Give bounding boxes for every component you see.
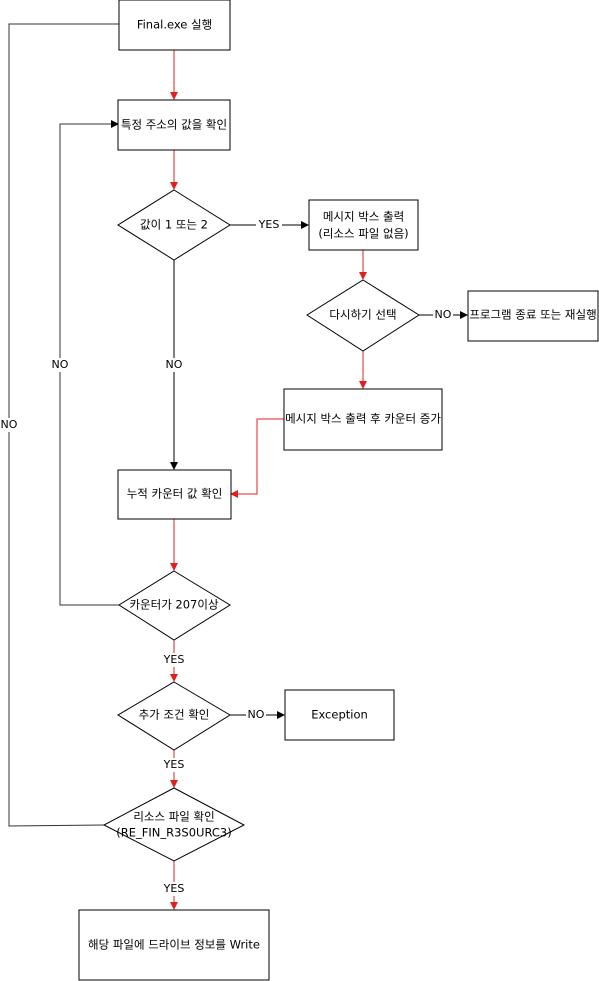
edge-resource-no-loop bbox=[8, 23, 119, 827]
decision-value-label: 값이 1 또는 2 bbox=[140, 218, 208, 232]
msgbox-counter-box[interactable] bbox=[283, 388, 443, 451]
msgbox-nofile-label-line2: (리소스 파일 없음) bbox=[318, 227, 408, 241]
check-value-box[interactable] bbox=[117, 99, 231, 151]
edge-label-no-retry: NO bbox=[435, 308, 452, 321]
edge-label-yes-value: YES bbox=[258, 218, 280, 231]
edge-msgbox-counter-to-check-counter bbox=[230, 418, 284, 498]
write-label: 해당 파일에 드라이브 정보를 Write bbox=[88, 938, 260, 952]
msgbox-counter-label: 메시지 박스 출력 후 카운터 증가 bbox=[285, 412, 441, 426]
edge-label-no-resource-loop: NO bbox=[1, 418, 18, 431]
edge-label-yes-extra: YES bbox=[163, 758, 185, 771]
exception-box[interactable] bbox=[284, 689, 395, 741]
decision-counter-diamond[interactable] bbox=[118, 570, 231, 641]
node-labels: Final.exe 실행 특정 주소의 값을 확인 값이 1 또는 2 메시지 … bbox=[88, 18, 597, 952]
msgbox-nofile-label-line1: 메시지 박스 출력 bbox=[323, 210, 404, 224]
edge-label-no-extra: NO bbox=[248, 708, 265, 721]
decision-extra-label: 추가 조건 확인 bbox=[139, 708, 210, 722]
msgbox-nofile-box[interactable] bbox=[308, 199, 419, 251]
edge-labels: YES NO NO NO NO YES NO YES YES bbox=[0, 218, 453, 896]
decision-value-diamond[interactable] bbox=[117, 189, 231, 261]
decision-extra-diamond[interactable] bbox=[117, 681, 231, 751]
write-box[interactable] bbox=[78, 909, 270, 981]
decision-resource-diamond[interactable] bbox=[102, 787, 246, 862]
start-box[interactable] bbox=[118, 0, 231, 51]
decision-retry-diamond[interactable] bbox=[306, 279, 420, 352]
exception-label: Exception bbox=[311, 708, 368, 722]
start-label: Final.exe 실행 bbox=[137, 18, 212, 32]
exit-or-rerun-box[interactable] bbox=[467, 290, 599, 342]
decision-resource-label-line2: (RE_FIN_R3S0URC3) bbox=[116, 826, 231, 840]
check-counter-label: 누적 카운터 값 확인 bbox=[127, 487, 223, 501]
edge-label-yes-counter: YES bbox=[163, 653, 185, 666]
check-value-label: 특정 주소의 값을 확인 bbox=[121, 118, 227, 132]
nodes bbox=[78, 0, 599, 981]
decision-resource-label-line1: 리소스 파일 확인 bbox=[133, 810, 214, 824]
edges bbox=[8, 23, 468, 910]
decision-retry-label: 다시하기 선택 bbox=[329, 308, 396, 322]
exit-or-rerun-label: 프로그램 종료 또는 재실행 bbox=[469, 308, 596, 322]
edge-label-no-counter-loop: NO bbox=[52, 358, 69, 371]
decision-counter-label: 카운터가 207이상 bbox=[129, 598, 219, 612]
edge-label-yes-resource: YES bbox=[163, 882, 185, 895]
edge-label-no-value: NO bbox=[166, 358, 183, 371]
check-counter-box[interactable] bbox=[117, 469, 232, 520]
